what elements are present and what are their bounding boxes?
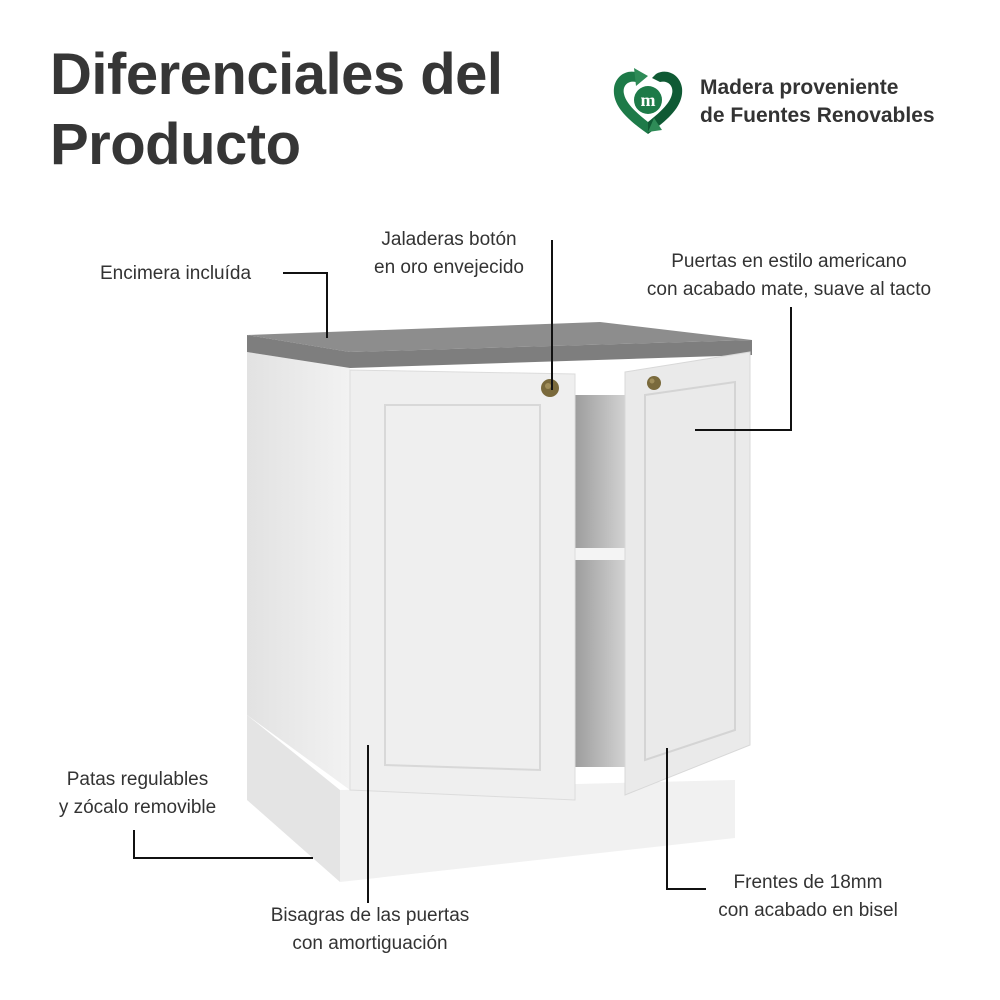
- badge-text: Madera proveniente de Fuentes Renovables: [700, 74, 935, 130]
- callout-fronts-line-2: con acabado en bisel: [718, 900, 898, 921]
- callout-legs: Patas regulables y zócalo removible: [40, 766, 235, 822]
- leader-line: [283, 272, 328, 274]
- callout-hinges-line-2: con amortiguación: [292, 933, 448, 954]
- leader-line: [326, 272, 328, 338]
- leader-line: [666, 748, 668, 890]
- callout-countertop: Encimera incluída: [100, 260, 251, 288]
- callout-fronts-line-1: Frentes de 18mm: [733, 872, 883, 893]
- leader-line: [666, 888, 706, 890]
- badge-line-1: Madera proveniente: [700, 76, 899, 99]
- callout-hinges-line-1: Bisagras de las puertas: [270, 905, 470, 926]
- callout-countertop-text: Encimera incluída: [100, 263, 252, 284]
- page-title: Diferenciales del Producto: [50, 40, 503, 180]
- leader-line: [133, 857, 313, 859]
- title-line-1: Diferenciales del: [50, 42, 503, 107]
- callout-fronts: Frentes de 18mm con acabado en bisel: [700, 869, 916, 925]
- leader-line: [367, 745, 369, 903]
- renewable-wood-badge: m Madera proveniente de Fuentes Renovabl…: [608, 66, 935, 138]
- recycle-heart-m-icon: m: [608, 66, 688, 138]
- leader-line: [695, 429, 792, 431]
- callout-doors: Puertas en estilo americano con acabado …: [617, 248, 961, 304]
- leader-line: [790, 307, 792, 431]
- callout-legs-line-2: y zócalo removible: [58, 797, 217, 818]
- callout-doors-line-2: con acabado mate, suave al tacto: [646, 279, 932, 300]
- callout-knobs-line-1: Jaladeras botón: [381, 229, 517, 250]
- badge-line-2: de Fuentes Renovables: [700, 104, 935, 127]
- callout-hinges: Bisagras de las puertas con amortiguació…: [248, 902, 492, 958]
- callout-legs-line-1: Patas regulables: [66, 769, 209, 790]
- leader-line: [133, 830, 135, 858]
- callout-knobs: Jaladeras botón en oro envejecido: [358, 226, 540, 282]
- svg-text:m: m: [641, 90, 656, 110]
- title-line-2: Producto: [50, 112, 301, 177]
- leader-line: [551, 240, 553, 390]
- callout-doors-line-1: Puertas en estilo americano: [671, 251, 907, 272]
- callout-knobs-line-2: en oro envejecido: [374, 257, 524, 278]
